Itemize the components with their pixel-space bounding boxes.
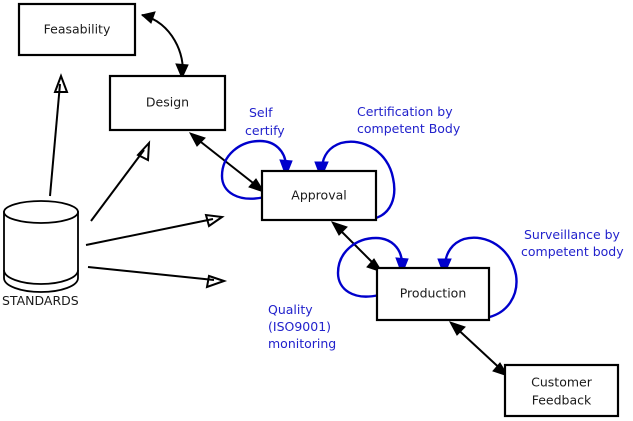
loop-self-certify xyxy=(220,139,293,200)
arrowhead-to-production xyxy=(448,321,466,336)
arrowhead-to-design xyxy=(175,63,189,80)
arrowhead-to-production xyxy=(205,274,228,289)
annotation-surveillance-competent-body: Surveillance by competent body xyxy=(521,227,624,259)
loop-quality-monitoring xyxy=(336,236,409,298)
annotation-quality-line1: Quality xyxy=(268,302,313,317)
arrowhead-to-feasability xyxy=(140,11,156,24)
node-standards-datastore[interactable]: STANDARDS xyxy=(2,200,79,308)
connector-standards-production xyxy=(87,266,228,289)
node-customer-feedback[interactable]: Customer Feedback xyxy=(503,363,620,418)
connector-design-feasability xyxy=(140,11,189,80)
node-label-customer-feedback-line1: Customer xyxy=(531,375,593,390)
node-label-approval: Approval xyxy=(291,188,346,203)
annotation-self-certify-line1: Self xyxy=(249,105,273,120)
connector-design-approval xyxy=(188,132,266,193)
node-feasability[interactable]: Feasability xyxy=(17,2,137,57)
annotation-surveillance-line2: competent body xyxy=(521,244,624,259)
arrowhead-to-feasability xyxy=(53,73,69,93)
node-label-design: Design xyxy=(146,95,189,110)
arrowhead-to-approval xyxy=(330,221,348,236)
arrowhead-to-design xyxy=(136,140,151,162)
connector-production-customer-feedback xyxy=(448,321,510,377)
arrowhead-to-approval xyxy=(204,213,225,228)
annotation-surveillance-line1: Surveillance by xyxy=(524,227,621,242)
annotation-certification-competent-body: Certification by competent Body xyxy=(357,104,461,136)
node-label-feasability: Feasability xyxy=(44,22,111,37)
node-production[interactable]: Production xyxy=(375,266,491,322)
node-approval[interactable]: Approval xyxy=(260,169,378,222)
annotation-self-certify-line2: certify xyxy=(245,123,285,138)
arrowhead-to-design xyxy=(188,132,206,147)
annotation-quality-line2: (ISO9001) xyxy=(268,319,331,334)
node-label-standards: STANDARDS xyxy=(2,293,79,308)
connector-standards-feasability xyxy=(49,73,69,197)
annotation-certification-line1: Certification by xyxy=(357,104,453,119)
annotation-quality-monitoring: Quality (ISO9001) monitoring xyxy=(268,302,336,351)
annotation-self-certify: Self certify xyxy=(245,105,285,138)
arrowhead-self-certify xyxy=(279,159,293,178)
annotation-quality-line3: monitoring xyxy=(268,336,336,351)
node-label-customer-feedback-line2: Feedback xyxy=(532,393,592,408)
node-label-production: Production xyxy=(400,286,467,301)
connector-standards-approval xyxy=(85,213,225,246)
arrowhead-quality xyxy=(395,257,409,276)
connector-standards-design xyxy=(90,140,151,222)
arrowhead-to-approval xyxy=(248,178,266,193)
annotation-certification-line2: competent Body xyxy=(357,121,461,136)
node-design[interactable]: Design xyxy=(108,74,227,132)
